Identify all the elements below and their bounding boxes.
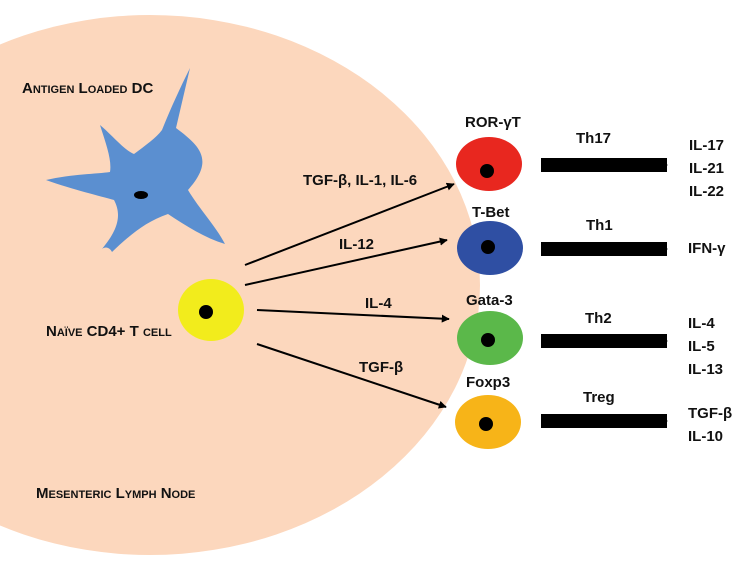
subset-label-treg: Treg — [583, 389, 615, 406]
dendritic-cell — [46, 68, 225, 252]
arrow-to-t-bet — [244, 237, 448, 286]
subset-label-th17: Th17 — [576, 130, 612, 147]
cell-ror-gt-nucleus — [480, 164, 494, 178]
cell-ror-gt — [456, 137, 522, 191]
antigen-dc-label: Antigen Loaded DC — [22, 80, 154, 97]
arrow-to-gata-3 — [256, 309, 450, 323]
tf-label-t-bet: T-Bet — [472, 204, 510, 221]
tf-label-ror-gt: ROR-γT — [465, 114, 521, 131]
cytokine-il-10: IL-10 — [688, 428, 724, 445]
cell-gata-3-nucleus — [481, 333, 495, 347]
naive-cell-nucleus — [199, 305, 213, 319]
cell-foxp3-nucleus — [479, 417, 493, 431]
dendritic-cell-nucleus — [134, 191, 148, 199]
cytokines-treg: TGF-β IL-10 — [688, 402, 732, 448]
subset-label-th1: Th1 — [586, 217, 613, 234]
arrow-to-ror-gt — [244, 182, 455, 266]
subset-label-th2: Th2 — [585, 310, 612, 327]
signal-label-th1: IL-12 — [339, 236, 375, 253]
cytokine-il-5: IL-5 — [688, 338, 715, 355]
cytokines-th17: IL-17 IL-21 IL-22 — [689, 134, 724, 203]
cytokine-tgf-b: TGF-β — [688, 405, 733, 422]
cytokine-il-13: IL-13 — [688, 361, 724, 378]
cytokine-il-17: IL-17 — [689, 137, 725, 154]
cytokines-th2: IL-4 IL-5 IL-13 — [688, 312, 723, 381]
cell-t-bet-nucleus — [481, 240, 495, 254]
cytokines-th1: IFN-γ — [688, 237, 726, 260]
signal-label-th2: IL-4 — [365, 295, 392, 312]
signal-label-treg: TGF-β — [359, 359, 404, 376]
signal-label-th17: TGF-β, IL-1, IL-6 — [303, 172, 418, 189]
tf-label-foxp3: Foxp3 — [466, 374, 511, 391]
cytokine-ifn-g: IFN-γ — [688, 240, 726, 257]
arrow-to-foxp3 — [256, 343, 447, 409]
cytokine-il-4: IL-4 — [688, 315, 715, 332]
naive-cell-label: Naïve CD4+ T cell — [46, 323, 172, 340]
lymph-node-label: Mesenteric Lymph Node — [36, 485, 196, 502]
cytokine-il-22: IL-22 — [689, 183, 725, 200]
tf-label-gata-3: Gata-3 — [466, 292, 513, 309]
cytokine-il-21: IL-21 — [689, 160, 725, 177]
